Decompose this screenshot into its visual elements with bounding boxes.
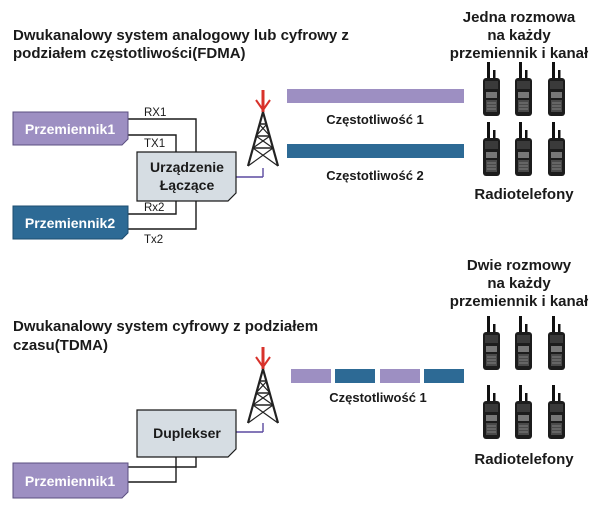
combiner-box [136,151,237,202]
handheld-radio-icon [547,61,566,117]
handheld-radio-icon [482,384,501,440]
handheld-radio-icon [514,121,533,177]
handheld-radio-icon [482,61,501,117]
timeslot-3 [380,369,420,383]
fdma-wires [128,118,197,230]
tdma-radios-caption: Radiotelefony [474,451,574,468]
handheld-radio-icon [514,61,533,117]
handheld-radio-icon [514,315,533,371]
fdma-repeater2-label: Przemiennik2 [25,215,115,231]
fdma-radios [482,61,566,177]
handheld-radio-icon [482,315,501,371]
timeslot-1 [291,369,331,383]
handheld-radio-icon [547,384,566,440]
frequency2-bar [287,144,464,158]
tdma-radios-label-line2: na każdy [487,275,551,292]
fdma-title-line2: podziałem częstotliwości(FDMA) [13,45,246,62]
rx2-label: Rx2 [144,202,164,214]
fdma-radios-label-line1: Jedna rozmowa [463,9,576,26]
fdma-antenna-tower-icon [246,88,280,168]
duplexer-box [136,409,237,458]
timeslot-2 [335,369,375,383]
fdma-repeater1-label: Przemiennik1 [25,121,115,137]
rx1-label: RX1 [144,107,166,119]
fdma-title-line1: Dwukanalowy system analogowy lub cyfrowy… [13,27,349,44]
tx2-label: Tx2 [144,234,163,246]
handheld-radio-icon [547,121,566,177]
fdma-repeater1-box [12,111,129,146]
fdma-radios-label-line3: przemiennik i kanał [450,45,589,62]
tdma-title-line1: Dwukanalowy system cyfrowy z podziałem [13,318,318,335]
fdma-radios-caption: Radiotelefony [474,186,574,203]
tdma-frequency1-label: Częstotliwość 1 [329,390,427,405]
fdma-repeater2-box [12,205,129,240]
tdma-antenna-tower-icon [246,345,280,425]
tdma-radios-label-line1: Dwie rozmowy [467,257,572,274]
duplexer-label: Duplekser [153,425,221,441]
combiner-label-line2: Łączące [160,177,215,193]
handheld-radio-icon [547,315,566,371]
combiner-label-line1: Urządzenie [150,159,224,175]
tdma-timeslots [291,369,464,383]
tdma-repeater1-label: Przemiennik1 [25,473,115,489]
timeslot-4 [424,369,464,383]
frequency1-bar [287,89,464,103]
fdma-radios-label-line2: na każdy [487,27,551,44]
handheld-radio-icon [514,384,533,440]
tx1-label: TX1 [144,138,165,150]
frequency1-label: Częstotliwość 1 [326,112,424,127]
frequency2-label: Częstotliwość 2 [326,168,424,183]
tdma-wires [128,457,197,483]
tdma-radios-label-line3: przemiennik i kanał [450,293,589,310]
tdma-title-line2: czasu(TDMA) [13,337,108,354]
handheld-radio-icon [482,121,501,177]
tdma-repeater1-box [12,462,129,499]
tdma-radios [482,315,566,440]
